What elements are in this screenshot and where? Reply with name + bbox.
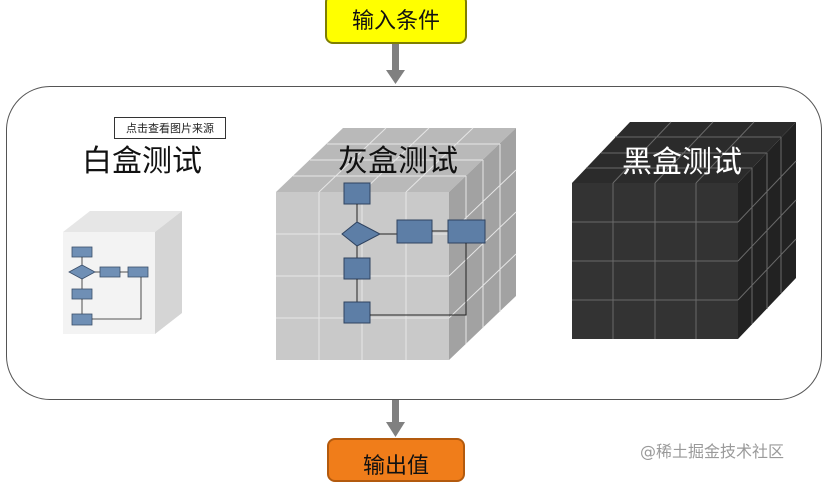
black-box-cube	[572, 121, 797, 339]
white-box-cube	[63, 211, 182, 334]
black-cube-grid	[572, 121, 797, 339]
white-cube-side	[155, 211, 182, 334]
black-box-label: 黑盒测试	[622, 145, 742, 180]
white-cube-flowchart	[68, 246, 149, 326]
view-image-source-link[interactable]: 点击查看图片来源	[114, 117, 226, 139]
watermark: @稀土掘金技术社区	[640, 442, 785, 461]
gray-box-label: 灰盒测试	[338, 144, 458, 179]
input-conditions-box: 输入条件	[325, 0, 467, 44]
white-box-label: 白盒测试	[82, 144, 202, 179]
arrow-input-to-container	[386, 44, 405, 84]
white-cube-top	[63, 211, 182, 232]
arrow-container-to-output	[386, 400, 405, 437]
connector-arrows	[386, 44, 405, 437]
gray-cube-flowchart	[341, 182, 486, 324]
gray-box-cube	[276, 127, 517, 360]
output-value-label: 输出值	[362, 454, 429, 479]
input-conditions-label: 输入条件	[351, 9, 440, 34]
view-image-source-text: 点击查看图片来源	[126, 122, 214, 135]
output-value-box: 输出值	[327, 438, 465, 482]
